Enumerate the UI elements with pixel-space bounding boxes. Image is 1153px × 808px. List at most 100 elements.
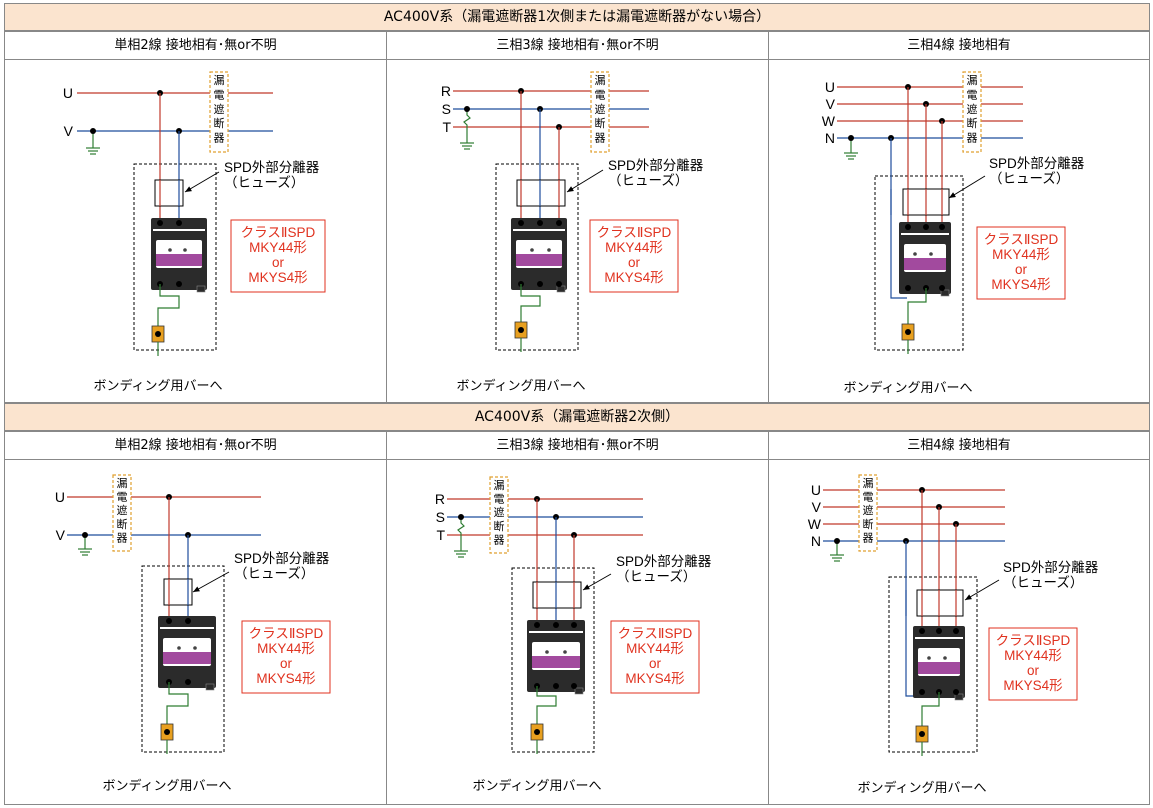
spd-ground-wire xyxy=(907,288,927,326)
spd-ground-wire xyxy=(520,284,541,324)
spd-device-stripe xyxy=(901,233,949,235)
bonding-terminal-dot xyxy=(534,729,540,735)
ground-junction-dot xyxy=(90,128,96,134)
column-header-three-phase4-primary: 三相4線 接地相有 xyxy=(768,31,1150,60)
separator-sublabel: （ヒューズ） xyxy=(1003,575,1083,590)
spd-indicator xyxy=(168,248,172,252)
leakage-breaker-label: 遮 xyxy=(967,102,978,116)
spd-top-terminal xyxy=(185,618,191,624)
leakage-breaker-label: 器 xyxy=(595,132,606,145)
separator-sublabel: （ヒューズ） xyxy=(608,173,688,188)
leakage-breaker-label: 器 xyxy=(863,531,874,544)
spd-indicator xyxy=(929,252,933,256)
spd-top-terminal xyxy=(537,220,543,226)
separator-sublabel: （ヒューズ） xyxy=(234,566,314,581)
bonding-terminal-dot xyxy=(905,329,911,335)
bonding-label: ボンディング用バーへ xyxy=(102,778,231,793)
section-title-primary: AC400V系（漏電遮断器1次側または漏電遮断器がない場合） xyxy=(4,3,1150,31)
spd-status-band xyxy=(156,254,202,266)
separator-arrowhead xyxy=(583,584,590,590)
leakage-breaker-label: 漏 xyxy=(863,477,874,490)
line-label-n: N xyxy=(825,130,835,146)
spd-bottom-terminal xyxy=(919,689,925,695)
spd-top-terminal xyxy=(176,220,182,226)
separator-arrow xyxy=(184,171,220,193)
spd-label-box xyxy=(610,620,700,694)
spd-label-line: クラスⅡSPD xyxy=(996,633,1071,648)
spd-label-box xyxy=(976,226,1066,300)
spd-enclosure xyxy=(511,567,595,753)
leakage-breaker-label: 電 xyxy=(863,491,874,504)
spd-label-line: or xyxy=(280,656,293,671)
line-label-t: T xyxy=(442,119,451,135)
spd-enclosure xyxy=(874,175,964,351)
line-label-s: S xyxy=(442,101,451,117)
leakage-breaker-label: 器 xyxy=(494,533,505,546)
line-label-n: N xyxy=(811,533,821,549)
leakage-breaker-label: 遮 xyxy=(494,505,505,519)
separator-label: SPD外部分離器 xyxy=(234,551,330,566)
spd-bottom-terminal xyxy=(905,285,911,291)
ground-wire xyxy=(457,517,465,546)
separator-arrowhead xyxy=(949,192,956,198)
leakage-breaker-label: 断 xyxy=(595,116,606,130)
spd-top-terminal xyxy=(936,628,942,634)
column-header-three-phase4-secondary: 三相4線 接地相有 xyxy=(768,431,1150,460)
spd-top-terminal xyxy=(534,622,540,628)
separator-arrowhead xyxy=(193,586,200,592)
leakage-breaker-box xyxy=(112,474,132,552)
line-label-v: V xyxy=(64,123,74,139)
spd-indicator xyxy=(545,650,549,654)
spd-device-tab xyxy=(954,693,964,701)
leakage-breaker-box xyxy=(209,71,229,153)
separator-arrowhead xyxy=(185,186,192,192)
spd-label-line: クラスⅡSPD xyxy=(241,225,316,240)
spd-indicator xyxy=(183,248,187,252)
column-header-three-phase3-secondary: 三相3線 接地相有･無or不明 xyxy=(386,431,769,460)
bonding-label: ボンディング用バーへ xyxy=(472,778,601,793)
spd-status-band xyxy=(918,662,960,674)
bonding-label: ボンディング用バーへ xyxy=(93,378,222,393)
spd-top-terminal xyxy=(166,618,172,624)
spd-label-line: MKY44形 xyxy=(1004,648,1062,663)
ground-wire xyxy=(463,109,471,138)
spd-indicator xyxy=(547,248,551,252)
line-label-s: S xyxy=(436,509,445,525)
spd-enclosure xyxy=(495,163,579,351)
spd-status-band xyxy=(904,258,946,270)
spd-indicator xyxy=(913,252,917,256)
leakage-breaker-label: 漏 xyxy=(214,74,225,87)
leakage-breaker-label: 遮 xyxy=(595,102,606,116)
spd-device-stripe xyxy=(153,229,205,231)
separator-label: SPD外部分離器 xyxy=(989,156,1085,171)
ground-junction-dot xyxy=(834,538,840,544)
spd-top-terminal xyxy=(923,224,929,230)
leakage-breaker-label: 器 xyxy=(967,132,978,145)
leakage-breaker-box xyxy=(489,476,509,554)
spd-label-line: MKY44形 xyxy=(626,641,684,656)
line-label-u: U xyxy=(55,489,65,505)
spd-top-terminal xyxy=(571,622,577,628)
leakage-breaker-label: 器 xyxy=(117,531,128,544)
spd-enclosure xyxy=(133,163,217,351)
spd-label-line: MKYS4形 xyxy=(256,671,316,686)
spd-bottom-terminal xyxy=(556,281,562,287)
spd-status-band xyxy=(532,656,580,668)
spd-device-stripe xyxy=(915,637,963,639)
leakage-breaker-label: 電 xyxy=(117,491,128,504)
spd-label-line: MKYS4形 xyxy=(248,270,308,285)
spd-bottom-terminal xyxy=(176,281,182,287)
separator-fuse-box xyxy=(516,179,566,207)
separator-label: SPD外部分離器 xyxy=(224,160,320,175)
line-label-u: U xyxy=(63,85,73,101)
spd-label-line: or xyxy=(1015,262,1028,277)
column-header-single-phase-secondary: 単相2線 接地相有･無or不明 xyxy=(4,431,387,460)
spd-bottom-terminal xyxy=(537,281,543,287)
spd-enclosure xyxy=(888,576,978,753)
spd-top-terminal xyxy=(905,224,911,230)
line-label-v: V xyxy=(826,96,836,112)
spd-label-line: MKY44形 xyxy=(249,240,307,255)
spd-label-line: クラスⅡSPD xyxy=(618,626,693,641)
